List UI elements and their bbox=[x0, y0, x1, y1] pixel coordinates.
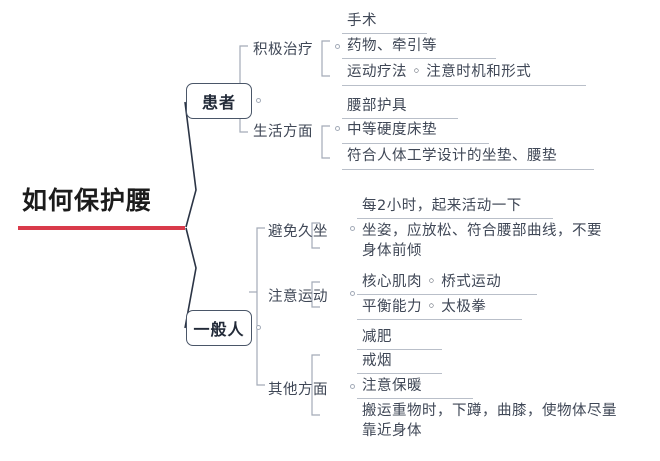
subbranch-avoid-sitting-label: 避免久坐 bbox=[268, 224, 328, 240]
leaf-item[interactable]: 符合人体工学设计的坐垫、腰垫 bbox=[347, 148, 557, 164]
subbranch-active-treatment-label: 积极治疗 bbox=[253, 42, 313, 58]
connector-dot-general-public bbox=[256, 325, 261, 330]
leaf-underline bbox=[342, 85, 586, 86]
leaf-underline bbox=[342, 58, 496, 59]
branch-node-patient[interactable]: 患者 bbox=[186, 83, 252, 119]
subbranch-other[interactable]: 其他方面 bbox=[268, 378, 328, 399]
leaf-item[interactable]: 手术 bbox=[347, 13, 377, 29]
branch-node-patient-label: 患者 bbox=[201, 93, 236, 112]
connector-dot-other bbox=[350, 384, 355, 389]
leaf-item[interactable]: 搬运重物时，下蹲，曲膝，使物体尽量靠近身体 bbox=[362, 403, 617, 439]
leaf-item[interactable]: 平衡能力 ◦ 太极拳 bbox=[362, 299, 487, 315]
connector-dot-lifestyle bbox=[335, 126, 340, 131]
leaf-item[interactable]: 腰部护具 bbox=[347, 98, 407, 114]
branch-node-general-public[interactable]: 一般人 bbox=[186, 310, 252, 346]
leaf-item[interactable]: 减肥 bbox=[362, 329, 392, 345]
leaf-item[interactable]: 戒烟 bbox=[362, 353, 392, 369]
leaf-underline bbox=[342, 143, 489, 144]
leaf-underline bbox=[342, 118, 458, 119]
subbranch-exercise[interactable]: 注意运动 bbox=[268, 285, 328, 306]
leaf-item[interactable]: 运动疗法 ◦ 注意时机和形式 bbox=[347, 64, 532, 80]
connector-dot-active-treatment bbox=[335, 44, 340, 49]
leaf-underline bbox=[357, 218, 553, 219]
subbranch-active-treatment[interactable]: 积极治疗 bbox=[253, 38, 313, 59]
leaf-item[interactable]: 每2小时，起来活动一下 bbox=[362, 198, 522, 214]
root-underline bbox=[18, 226, 185, 230]
connector-dot-avoid-sitting bbox=[350, 226, 355, 231]
leaf-item[interactable]: 注意保暖 bbox=[362, 378, 422, 394]
root-title: 如何保护腰 bbox=[22, 186, 153, 215]
leaf-underline bbox=[342, 33, 427, 34]
connector-dot-patient bbox=[256, 98, 261, 103]
subbranch-lifestyle-label: 生活方面 bbox=[253, 124, 313, 140]
branch-node-general-public-label: 一般人 bbox=[193, 320, 245, 339]
subbranch-other-label: 其他方面 bbox=[268, 382, 328, 398]
connector-dot-exercise bbox=[350, 291, 355, 296]
leaf-underline bbox=[357, 373, 442, 374]
leaf-item[interactable]: 药物、牵引等 bbox=[347, 38, 437, 54]
leaf-underline bbox=[342, 169, 594, 170]
leaf-item[interactable]: 中等硬度床垫 bbox=[347, 122, 437, 138]
leaf-underline bbox=[357, 349, 442, 350]
subbranch-exercise-label: 注意运动 bbox=[268, 289, 328, 305]
subbranch-avoid-sitting[interactable]: 避免久坐 bbox=[268, 220, 328, 241]
subbranch-lifestyle[interactable]: 生活方面 bbox=[253, 120, 313, 141]
leaf-item[interactable]: 坐姿，应放松、符合腰部曲线，不要身体前倾 bbox=[362, 223, 602, 259]
leaf-underline bbox=[357, 398, 473, 399]
leaf-underline bbox=[357, 294, 537, 295]
leaf-underline bbox=[357, 319, 522, 320]
leaf-item[interactable]: 核心肌肉 ◦ 桥式运动 bbox=[362, 274, 502, 290]
